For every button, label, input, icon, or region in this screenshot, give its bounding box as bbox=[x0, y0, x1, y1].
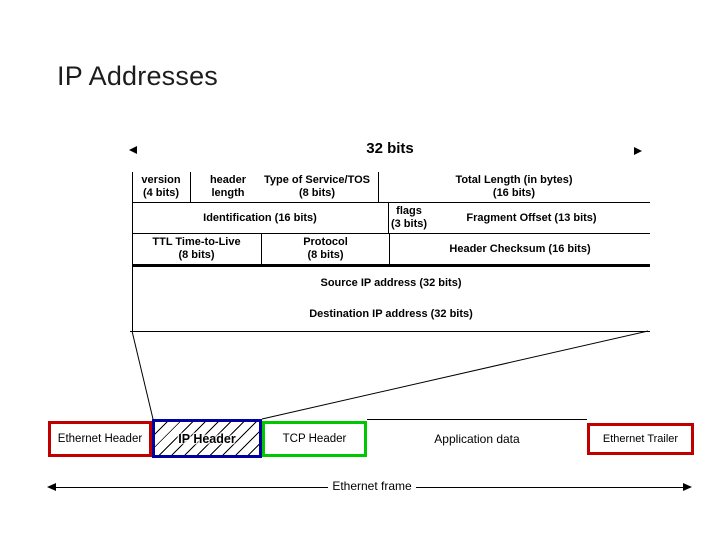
frame-tcp-header-label: TCP Header bbox=[282, 433, 347, 445]
table-bottom-border bbox=[130, 331, 650, 332]
frame-ip-header-box: IP Header bbox=[152, 419, 262, 458]
page-title: IP Addresses bbox=[57, 61, 218, 91]
frame-tcp-header-box: TCP Header bbox=[262, 421, 367, 457]
field-flags: flags (3 bits) bbox=[390, 205, 428, 230]
table-sep-tos bbox=[378, 172, 379, 202]
table-left-border bbox=[132, 172, 133, 331]
frame-ethernet-header-box: Ethernet Header bbox=[48, 421, 152, 457]
bits-width-label: 32 bits bbox=[366, 140, 414, 157]
frame-ethernet-trailer-box: Ethernet Trailer bbox=[587, 423, 694, 455]
field-fragment-offset: Fragment Offset (13 bits) bbox=[466, 211, 597, 224]
frame-application-data-label: Application data bbox=[434, 431, 520, 446]
field-destination-ip: Destination IP address (32 bits) bbox=[309, 307, 473, 320]
table-row1-divider bbox=[132, 202, 650, 203]
table-sep-version bbox=[190, 172, 191, 202]
left-arrowhead-icon bbox=[129, 146, 137, 154]
table-row3-thick-divider bbox=[132, 264, 650, 267]
right-arrowhead-icon bbox=[634, 147, 642, 155]
field-total-length: Total Length (in bytes) (16 bits) bbox=[455, 174, 573, 199]
field-protocol: Protocol (8 bits) bbox=[303, 236, 348, 261]
frame-ip-header-label: IP Header bbox=[178, 431, 236, 446]
ethernet-frame-left-arrowhead-icon bbox=[47, 483, 56, 491]
field-identification: Identification (16 bits) bbox=[203, 211, 317, 224]
expansion-line-right bbox=[261, 330, 649, 420]
field-source-ip: Source IP address (32 bits) bbox=[320, 276, 462, 289]
frame-ethernet-trailer-label: Ethernet Trailer bbox=[602, 433, 679, 445]
ethernet-frame-label: Ethernet frame bbox=[328, 479, 416, 493]
table-sep-ttl bbox=[261, 234, 262, 264]
field-header-checksum: Header Checksum (16 bits) bbox=[449, 242, 591, 255]
field-ttl: TTL Time-to-Live (8 bits) bbox=[152, 236, 241, 261]
table-sep-protocol bbox=[389, 234, 390, 264]
field-header-length: header length bbox=[209, 174, 247, 199]
table-row2-divider bbox=[132, 233, 650, 234]
frame-ethernet-header-label: Ethernet Header bbox=[57, 433, 143, 445]
table-sep-identification bbox=[388, 203, 389, 233]
expansion-line-left bbox=[131, 330, 154, 420]
field-type-of-service: Type of Service/TOS (8 bits) bbox=[264, 174, 370, 199]
ethernet-frame-right-arrowhead-icon bbox=[683, 483, 692, 491]
field-version: version (4 bits) bbox=[141, 174, 181, 199]
frame-application-data-region: Application data bbox=[367, 419, 587, 457]
